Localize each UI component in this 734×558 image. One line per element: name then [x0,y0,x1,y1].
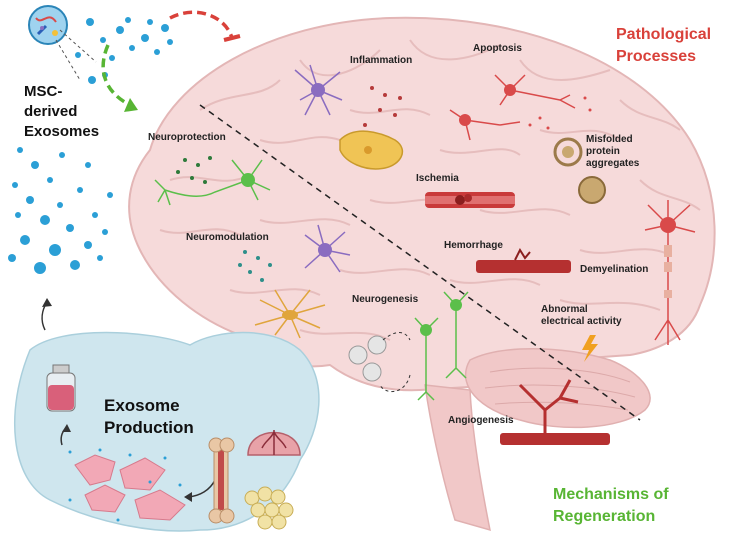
angiogenesis-label: Angiogenesis [448,415,514,426]
myelin-fragments [664,245,672,298]
neuron-green-icon [154,159,271,206]
msc-cells-icon [74,454,186,521]
new-neuron-icon [414,291,469,401]
umbilical-cord-icon [247,430,301,456]
neuron-purple-icon [304,224,351,273]
apoptotic-neuron-icon [449,74,576,141]
stem-cells-icon [348,335,387,382]
exosome-particles-top [75,17,173,84]
promote-arrow [101,44,131,107]
protective-factors [176,156,212,184]
ischemia-vessel-icon [425,192,515,208]
apoptosis-label: Apoptosis [473,43,522,54]
brain-illustration [128,16,716,532]
msc-exosomes-label: MSC- derived Exosomes [24,83,100,140]
abnormal-electrical-activity-label: Abnormal electrical activity [541,304,622,327]
culture-bottle-icon [46,364,76,412]
exosome-production-title: Exosome Production [104,396,194,437]
hemorrhage-label: Hemorrhage [444,240,503,251]
bone-marrow-icon [208,437,235,524]
pathological-processes-title: Pathological Processes [616,26,712,65]
microglia-icon [294,64,343,116]
demyelinated-neuron-icon [644,200,696,345]
angiogenesis-vessel-icon [500,379,610,445]
hemorrhage-vessel-icon [476,247,571,273]
lightning-icon [582,335,598,362]
modulatory-factors [238,250,272,282]
ischemia-label: Ischemia [416,173,459,184]
neuromodulation-label: Neuromodulation [186,232,269,243]
misfolded-protein-label: Misfolded protein aggregates [586,134,640,169]
neurogenesis-label: Neurogenesis [352,294,419,305]
divider-line [199,104,641,421]
mechanisms-of-regeneration-title: Mechanisms of Regeneration [553,486,669,525]
exosome-particles-left [8,147,113,274]
adipose-icon [244,486,294,530]
promote-arrowhead [124,98,138,112]
microglia-body [311,83,325,97]
protein-aggregates-icon [553,137,606,204]
inhibit-arrow [169,10,234,39]
inflammation-label: Inflammation [350,55,413,66]
astrocyte-orange-icon [254,289,326,339]
neuroprotection-label: Neuroprotection [148,132,226,143]
exosome-icon [28,5,68,45]
cytokines [363,86,402,127]
demyelination-label: Demyelination [580,264,649,275]
inhibit-bar [223,34,241,42]
